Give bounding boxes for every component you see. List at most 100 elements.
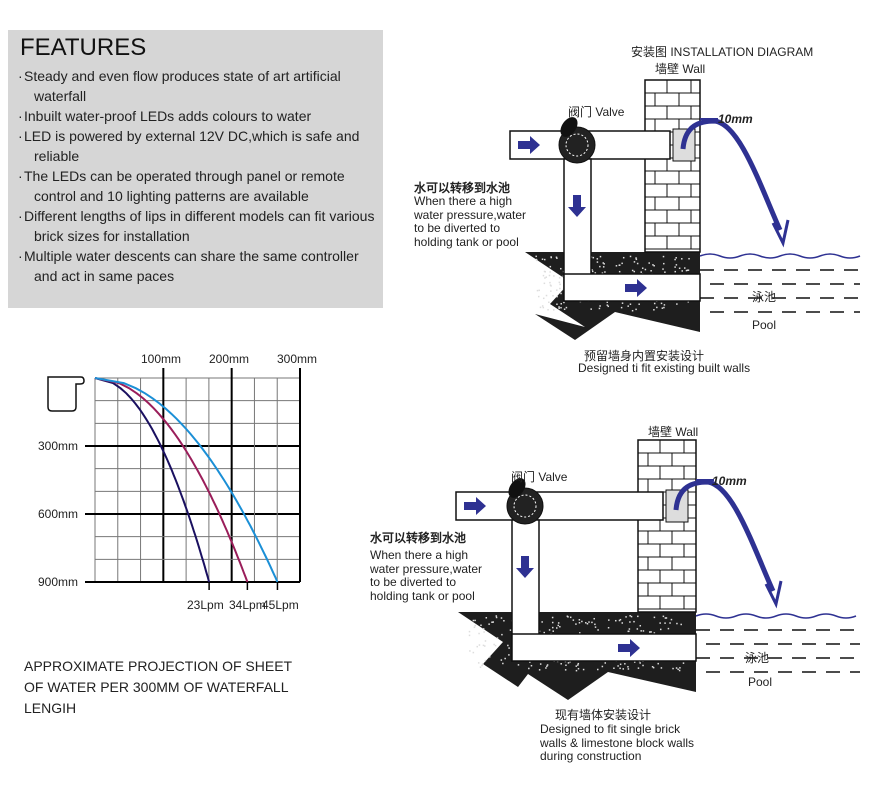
gravel-speck: [674, 271, 676, 273]
gravel-speck: [573, 619, 575, 621]
gravel-speck: [657, 663, 659, 665]
gravel-speck: [560, 303, 562, 305]
gravel-speck: [549, 271, 551, 273]
gravel-speck: [671, 619, 673, 621]
gravel-speck: [688, 269, 690, 271]
gravel-speck: [559, 282, 561, 284]
gravel-speck: [604, 271, 606, 273]
gravel-speck: [668, 628, 670, 630]
gravel-speck: [496, 615, 498, 617]
gravel-speck: [650, 270, 652, 272]
gravel-speck: [681, 270, 683, 272]
gravel-speck: [664, 622, 666, 624]
divert-label-cn: 水可以转移到水池: [370, 529, 466, 546]
gravel-speck: [486, 617, 488, 619]
gravel-speck: [560, 293, 562, 295]
features-list: Steady and even flow produces state of a…: [18, 66, 383, 286]
gravel-speck: [628, 631, 630, 633]
gravel-speck: [474, 627, 476, 629]
gravel-speck: [538, 290, 540, 292]
gravel-speck: [507, 645, 509, 647]
gravel-speck: [621, 263, 623, 265]
gravel-speck: [469, 631, 471, 633]
gravel-speck: [676, 264, 678, 266]
gravel-speck: [528, 668, 530, 670]
y-tick-label: 300mm: [38, 439, 78, 453]
gravel-speck: [560, 663, 562, 665]
gravel-speck: [599, 266, 601, 268]
gravel-speck: [564, 308, 566, 310]
gravel-speck: [634, 271, 636, 273]
pool-label-en: Pool: [748, 675, 772, 689]
gravel-speck: [510, 629, 512, 631]
gravel-speck: [593, 257, 595, 259]
gravel-speck: [559, 284, 561, 286]
gravel-speck: [585, 622, 587, 624]
gravel-speck: [543, 275, 545, 277]
gravel-speck: [489, 656, 491, 658]
gravel-speck: [565, 669, 567, 671]
gravel-speck: [480, 666, 482, 668]
gravel-speck: [594, 624, 596, 626]
gravel-speck: [608, 627, 610, 629]
gravel-speck: [637, 263, 639, 265]
y-tick-label: 600mm: [38, 507, 78, 521]
gravel-speck: [478, 662, 480, 664]
gravel-speck: [485, 660, 487, 662]
gravel-speck: [469, 650, 471, 652]
gravel-speck: [558, 306, 560, 308]
gravel-speck: [608, 619, 610, 621]
gravel-speck: [619, 668, 621, 670]
gravel-speck: [556, 296, 558, 298]
gravel-speck: [567, 616, 569, 618]
series-label: 34Lpm: [229, 598, 266, 612]
feature-item: Inbuilt water-proof LEDs adds colours to…: [18, 106, 383, 126]
gravel-speck: [539, 669, 541, 671]
gravel-speck: [638, 667, 640, 669]
gravel-speck: [558, 622, 560, 624]
chart-caption: APPROXIMATE PROJECTION OF SHEET OF WATER…: [24, 656, 292, 719]
gravel-speck: [640, 625, 642, 627]
gravel-speck: [642, 665, 644, 667]
gravel-speck: [661, 303, 663, 305]
gravel-speck: [600, 256, 602, 258]
gravel-speck: [560, 307, 562, 309]
gravel-speck: [619, 271, 621, 273]
gap-label: 10mm: [718, 112, 753, 126]
gravel-speck: [502, 663, 504, 665]
gravel-speck: [623, 668, 625, 670]
gravel-speck: [639, 662, 641, 664]
gravel-speck: [653, 309, 655, 311]
series-line-23Lpm: [95, 378, 209, 582]
gravel-speck: [577, 664, 579, 666]
features-panel: FEATURES Steady and even flow produces s…: [8, 30, 383, 308]
gravel-speck: [550, 266, 552, 268]
gravel-speck: [540, 663, 542, 665]
gravel-speck: [504, 658, 506, 660]
gravel-speck: [632, 310, 634, 312]
gravel-speck: [556, 303, 558, 305]
gravel-speck: [591, 622, 593, 624]
gravel-speck: [476, 646, 478, 648]
gravel-speck: [545, 667, 547, 669]
gravel-speck: [661, 667, 663, 669]
gravel-speck: [659, 622, 661, 624]
gravel-speck: [593, 618, 595, 620]
gravel-speck: [650, 631, 652, 633]
divert-label-en: When there a high water pressure,water t…: [370, 549, 482, 603]
gravel-speck: [508, 654, 510, 656]
gravel-speck: [559, 626, 561, 628]
gravel-speck: [654, 303, 656, 305]
gravel-speck: [684, 267, 686, 269]
gravel-speck: [540, 307, 542, 309]
gravel-speck: [479, 644, 481, 646]
gravel-speck: [497, 637, 499, 639]
gravel-speck: [675, 257, 677, 259]
gravel-speck: [683, 662, 685, 664]
gravel-speck: [674, 259, 676, 261]
gravel-speck: [620, 664, 622, 666]
pool-label-cn: 泳池: [745, 649, 769, 666]
feature-item: Multiple water descents can share the sa…: [18, 246, 383, 286]
gravel-speck: [588, 621, 590, 623]
gravel-speck: [631, 616, 633, 618]
